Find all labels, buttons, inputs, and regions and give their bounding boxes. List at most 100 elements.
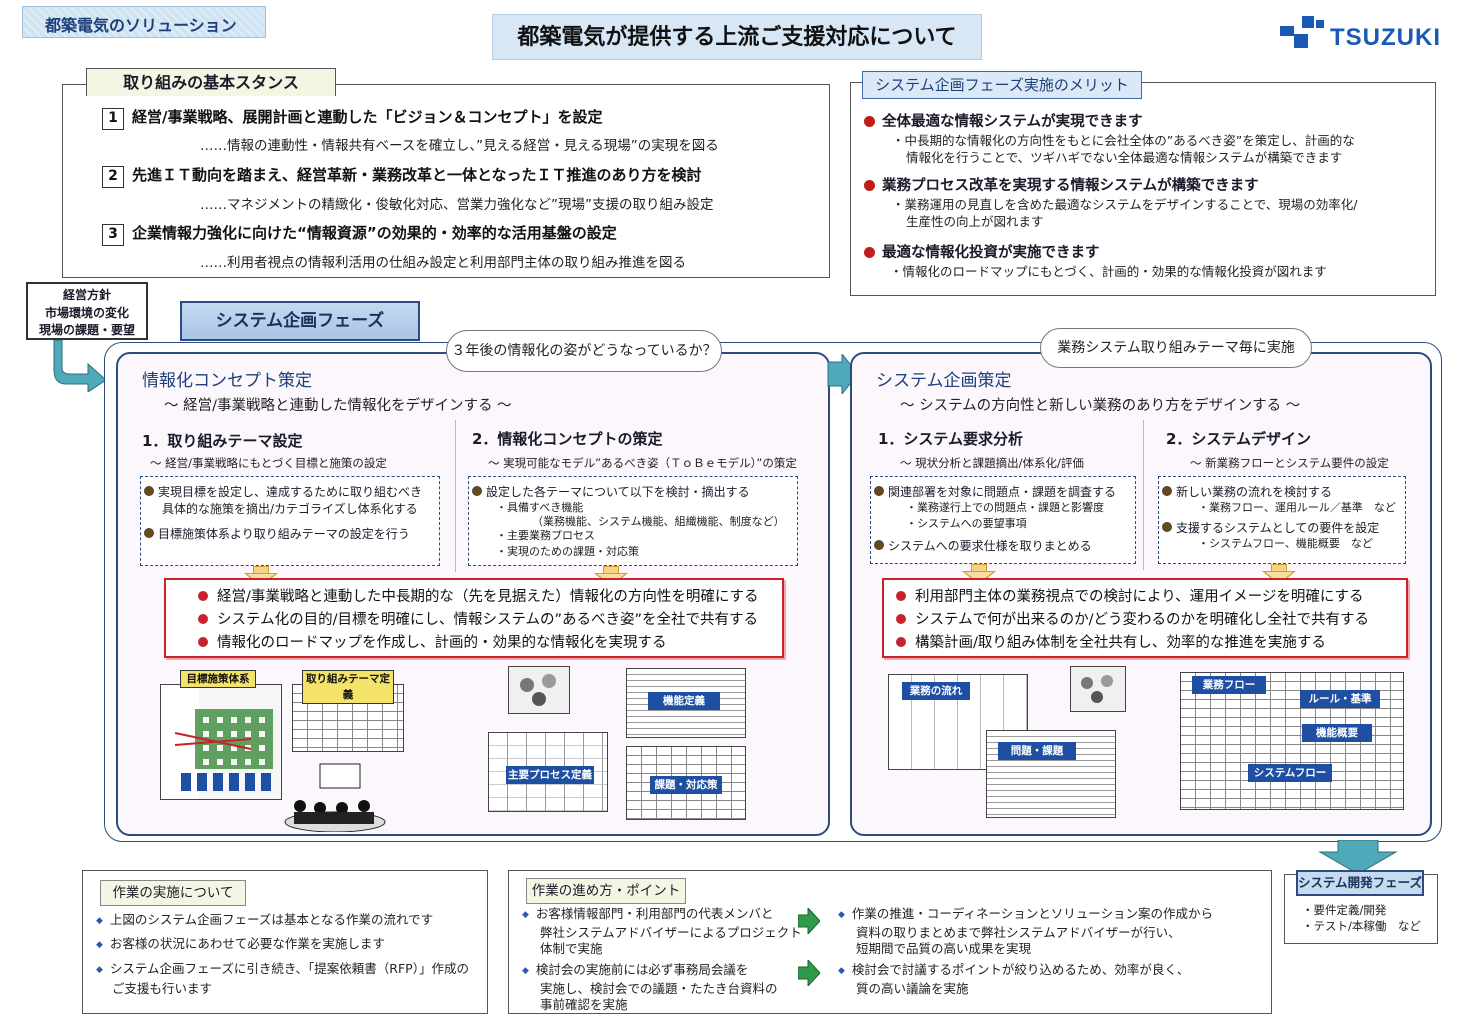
cloud-right: 業務システム取り組みテーマ毎に実施 <box>1040 328 1312 368</box>
left-sec1-b1b: 具体的な施策を摘出/カテゴライズし体系化する <box>162 502 418 516</box>
left-sec1-b2: 目標施策体系より取り組みテーマの設定を行う <box>144 526 410 542</box>
stance-box <box>62 84 830 278</box>
work-impl-tab: 作業の実施について <box>100 880 246 906</box>
green-arrow-icon <box>798 908 820 934</box>
solution-banner-text: 都築電気のソリューション <box>45 16 237 35</box>
left-sec1-b1: 実現目標を設定し、達成するために取り組むべき <box>144 484 422 500</box>
thumb-label-rules: ルール・基準 <box>1300 690 1380 708</box>
stance-tab: 取り組みの基本スタンス <box>86 68 336 96</box>
left-sec2-s4: ・実現のための課題・対応策 <box>496 545 639 558</box>
merit-head-1: 全体最適な情報システムが実現できます <box>864 110 1143 131</box>
dev-phase-line-2: ・テスト/本稼働 など <box>1302 919 1421 933</box>
stance-sub-3: ‥‥‥利用者視点の情報利活用の仕組み設定と利用部門主体の取り組み推進を図る <box>200 255 687 271</box>
right-sec2-s2: ・システムフロー、機能概要 など <box>1198 537 1373 550</box>
dev-phase-tab: システム開発フェーズ <box>1296 870 1424 896</box>
left-panel-subtitle: ～ 経営/事業戦略と連動した情報化をデザインする ～ <box>164 398 512 414</box>
left-sec1 <box>134 420 456 572</box>
work-points-left-1c: 体制で実施 <box>540 941 603 956</box>
left-sec2-sub: ～ 実現可能なモデル”あるべき姿（ＴｏＢｅモデル）”の策定 <box>488 456 797 470</box>
left-sec2-s1: ・具備すべき機能 <box>496 501 584 514</box>
thumb-goal-system <box>160 684 282 800</box>
stance-title: 経営/事業戦略、展開計画と連動した「ビジョン＆コンセプト」を設定 <box>132 108 603 126</box>
work-impl-item-1: 上図のシステム企画フェーズは基本となる作業の流れです <box>96 912 433 930</box>
merit-head-2: 業務プロセス改革を実現する情報システムが構築できます <box>864 174 1259 195</box>
thumb-people-icon-2 <box>1070 666 1126 712</box>
left-result-box: 経営/事業戦略と連動した中長期的な（先を見据えた）情報化の方向性を明確にする シ… <box>164 578 784 658</box>
right-sec1 <box>864 420 1144 570</box>
thumb-label-flow: 業務フロー <box>1192 676 1266 694</box>
left-sec1-title: 1．取り組みテーマ設定 <box>142 432 303 450</box>
work-impl-item-3: システム企画フェーズに引き続き、「提案依頼書（RFP）」作成の <box>96 961 469 979</box>
right-sec2-sub: ～ 新業務フローとシステム要件の設定 <box>1190 456 1389 470</box>
merit-head-3: 最適な情報化投資が実施できます <box>864 241 1100 262</box>
work-impl-item-2: お客様の状況にあわせて必要な作業を実施します <box>96 936 385 954</box>
work-points-right-1b: 資料の取りまとめまで弊社システムアドバイザーが行い、 <box>856 925 1181 940</box>
stance-title: 企業情報力強化に向けた“情報資源”の効果的・効率的な活用基盤の設定 <box>132 224 617 242</box>
thumb-label-issues: 課題・対応策 <box>650 776 722 794</box>
right-sec1-title: 1．システム要求分析 <box>878 430 1023 448</box>
stance-title: 先進ＩＴ動向を踏まえ、経営革新・業務改革と一体となったＩＴ推進のあり方を検討 <box>132 166 702 184</box>
stance-num: 3 <box>102 224 124 246</box>
right-result-3: 構築計画/取り組み体制を全社共有し、効率的な推進を実施する <box>896 632 1406 655</box>
work-points-right-2b: 質の高い議論を実施 <box>856 981 969 996</box>
work-points-left-2c: 事前確認を実施 <box>540 997 628 1012</box>
work-points-tab: 作業の進め方・ポイント <box>526 878 686 904</box>
work-impl-item-3b: ご支援も行います <box>112 981 213 996</box>
stance-sub-1: ‥‥‥情報の連動性・情報共有ベースを確立し、”見える経営・見える現場”の実現を図… <box>200 138 719 154</box>
policy-box: 経営方針 市場環境の変化 現場の課題・要望 <box>26 282 148 340</box>
right-sec2-b1: 新しい業務の流れを検討する <box>1162 484 1332 500</box>
right-result-1: 利用部門主体の業務視点での検討により、運用イメージを明確にする <box>896 586 1406 609</box>
right-sec1-b1: 関連部署を対象に問題点・課題を調査する <box>874 484 1116 500</box>
left-sec2-s2: （業務機能、システム機能、組織機能、制度など） <box>532 515 785 528</box>
work-points-right-1c: 短期間で品質の高い成果を実現 <box>856 941 1032 956</box>
merit-body-2b: 生産性の向上が図れます <box>906 214 1044 229</box>
work-points-left-2: 検討会の実施前には必ず事務局会議を <box>522 962 749 980</box>
down-arrow-dev-icon <box>1318 840 1398 874</box>
work-points-right-2: 検討会で討議するポイントが絞り込めるため、効率が良く、 <box>838 962 1190 980</box>
phase-label: システム企画フェーズ <box>180 301 420 341</box>
thumb-label-function-outline: 機能概要 <box>1302 724 1372 742</box>
green-arrow-icon <box>798 960 820 986</box>
policy-line-2: 市場環境の変化 <box>44 305 129 320</box>
tsuzuki-logo-icon <box>1280 16 1326 48</box>
left-result-1: 経営/事業戦略と連動した中長期的な（先を見据えた）情報化の方向性を明確にする <box>198 586 782 609</box>
solution-banner: 都築電気のソリューション <box>22 6 266 38</box>
left-sec2-title: 2．情報化コンセプトの策定 <box>472 430 663 448</box>
thumb-label-goal-system: 目標施策体系 <box>180 670 256 688</box>
meeting-illustration-icon <box>284 763 386 832</box>
thumb-label-issue-sheet: 問題・課題 <box>998 742 1076 760</box>
left-panel-title: 情報化コンセプト策定 <box>142 371 312 391</box>
right-panel-subtitle: ～ システムの方向性と新しい業務のあり方をデザインする ～ <box>900 398 1301 414</box>
stance-sub-2: ‥‥‥マネジメントの精緻化・俊敏化対応、営業力強化など”現場”支援の取り組み設定 <box>200 197 714 213</box>
right-sec2-b2: 支援するシステムとしての要件を設定 <box>1162 520 1379 536</box>
left-sec2-s3: ・主要業務プロセス <box>496 529 595 542</box>
policy-line-1: 経営方針 <box>62 288 111 302</box>
thumb-label-system-flow: システムフロー <box>1248 764 1332 782</box>
thumb-label-theme-definition: 取り組みテーマ定義 <box>302 670 394 704</box>
right-sec2-s1: ・業務フロー、運用ルール／基準 など <box>1198 501 1396 514</box>
logo-text: TSUZUKI <box>1330 24 1441 51</box>
work-points-left-2b: 実施し、検討会での議題・たたき台資料の <box>540 981 778 996</box>
left-result-3: 情報化のロードマップを作成し、計画的・効果的な情報化を実現する <box>198 632 782 655</box>
stance-num: 2 <box>102 166 124 188</box>
work-points-left-1: お客様情報部門・利用部門の代表メンバと <box>522 906 774 924</box>
right-sec1-sub: ～ 現状分析と課題摘出/体系化/評価 <box>900 456 1084 470</box>
right-sec1-b2: システムへの要求仕様を取りまとめる <box>874 538 1092 554</box>
left-sec2-b1: 設定した各テーマについて以下を検討・摘出する <box>472 484 750 500</box>
page-title: 都築電気が提供する上流ご支援対応について <box>492 14 982 60</box>
right-result-2: システムで何が出来るのか/どう変わるのかを明確化し全社で共有する <box>896 609 1406 632</box>
merit-body-2a: ・業務運用の見直しを含めた最適なシステムをデザインすることで、現場の効率化/ <box>892 197 1358 212</box>
policy-line-3: 現場の課題・要望 <box>38 323 135 337</box>
left-result-2: システム化の目的/目標を明確にし、情報システムの”あるべき姿”を全社で共有する <box>198 609 782 632</box>
merit-body-1a: ・中長期的な情報化の方向性をもとに会社全体の”あるべき姿”を策定し、計画的な <box>892 133 1355 148</box>
stance-item-2: 2 先進ＩＴ動向を踏まえ、経営革新・業務改革と一体となったＩＴ推進のあり方を検討 <box>102 164 702 188</box>
thumb-issues <box>626 746 746 820</box>
merit-body-3: ・情報化のロードマップにもとづく、計画的・効果的な情報化投資が図れます <box>890 264 1327 279</box>
thumb-label-function-def: 機能定義 <box>648 692 720 710</box>
work-points-left-1b: 弊社システムアドバイザーによるプロジェクト <box>540 925 802 940</box>
thumb-label-process-def: 主要プロセス定義 <box>506 766 594 784</box>
policy-arrow-icon <box>53 340 107 392</box>
left-sec1-sub: ～ 経営/事業戦略にもとづく目標と施策の設定 <box>150 456 387 470</box>
merit-tab: システム企画フェーズ実施のメリット <box>862 71 1142 99</box>
